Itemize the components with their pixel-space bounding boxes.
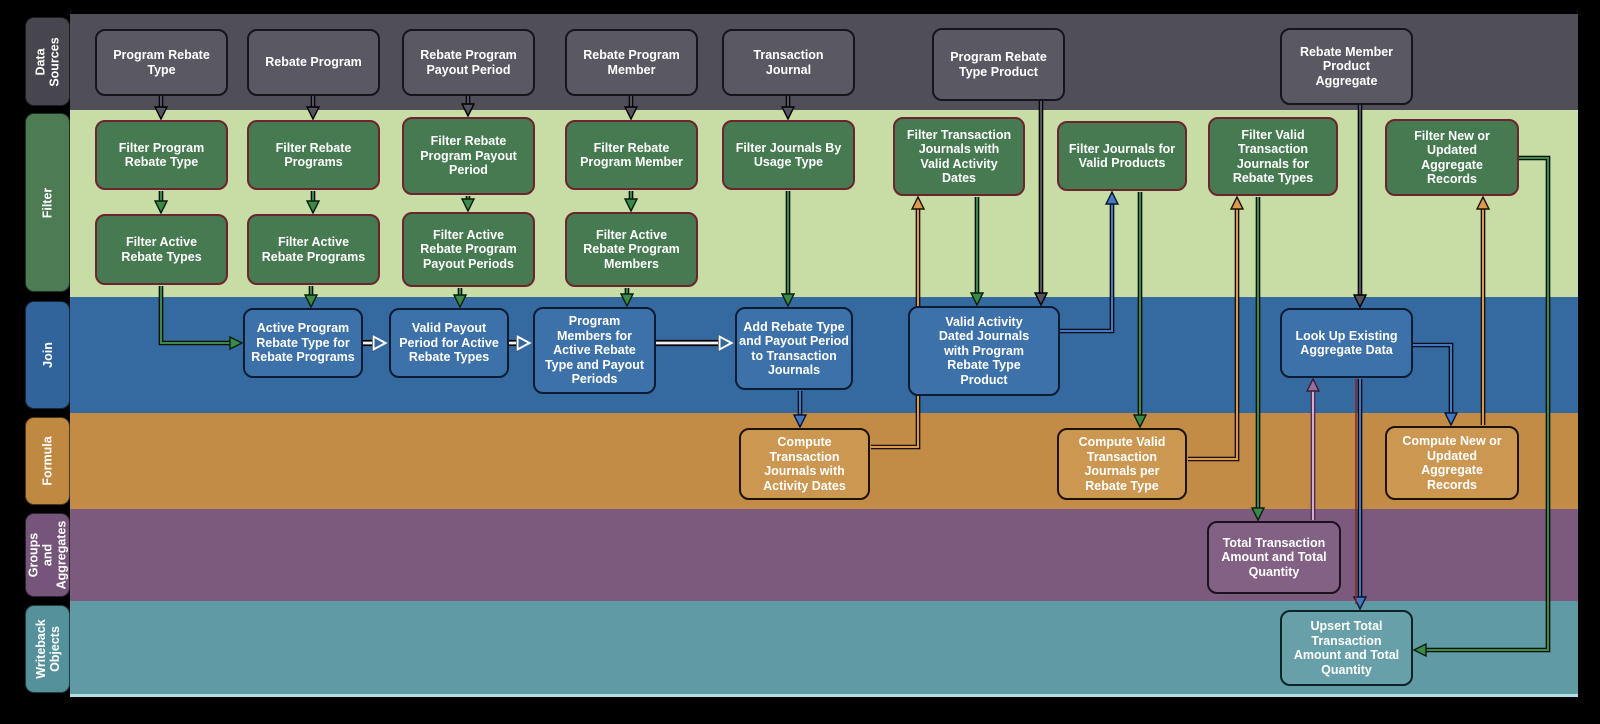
edge-filter-rebate-program-member--filter-active-rebate-program-members bbox=[623, 191, 639, 213]
edge-filter-program-rebate-type--filter-active-rebate-types bbox=[153, 191, 169, 215]
node-valid-activity-dated-journals-with-program-rebate-type-product: Valid Activity Dated Journals with Progr… bbox=[908, 306, 1060, 396]
node-filter-new-updated-aggregate-records: Filter New or Updated Aggregate Records bbox=[1385, 119, 1519, 196]
edge-look-up-existing-aggregate-data--compute-new-updated-aggregate-records bbox=[1413, 342, 1459, 427]
node-rebate-program: Rebate Program bbox=[247, 29, 380, 96]
node-filter-rebate-programs: Filter Rebate Programs bbox=[247, 120, 380, 190]
lane-label-text: Filter bbox=[40, 187, 55, 218]
node-compute-transaction-journals-activity-dates: Compute Transaction Journals with Activi… bbox=[739, 428, 870, 500]
edge-filter-active-rebate-types--active-program-rebate-type-for-rebate-programs bbox=[158, 286, 244, 351]
edge-valid-activity-dated-journals-with-program-rebate-type-product--filter-journals-for-valid-products bbox=[1060, 190, 1120, 334]
node-active-program-rebate-type-for-rebate-programs: Active Program Rebate Type for Rebate Pr… bbox=[243, 308, 363, 378]
node-program-rebate-type-product: Program Rebate Type Product bbox=[932, 28, 1065, 101]
node-valid-payout-period-for-active-rebate-types: Valid Payout Period for Active Rebate Ty… bbox=[389, 308, 509, 378]
edge-filter-new-updated-aggregate-records--upsert-total-transaction-amount-total-quantity bbox=[1412, 155, 1551, 658]
node-total-transaction-amount-total-quantity: Total Transaction Amount and Total Quant… bbox=[1207, 521, 1341, 594]
lane-label-text: Writeback Objects bbox=[33, 619, 62, 679]
edge-valid-payout-period-for-active-rebate-types--program-members-for-active-rebate-type-payout-periods bbox=[509, 334, 532, 352]
lane-label-join: Join bbox=[25, 301, 70, 409]
node-look-up-existing-aggregate-data: Look Up Existing Aggregate Data bbox=[1280, 308, 1413, 378]
edge-filter-active-rebate-programs--active-program-rebate-type-for-rebate-programs bbox=[303, 286, 319, 309]
edge-filter-rebate-programs--filter-active-rebate-programs bbox=[305, 191, 321, 215]
node-filter-active-rebate-program-payout-periods: Filter Active Rebate Program Payout Peri… bbox=[402, 212, 535, 287]
edge-program-rebate-type-product--valid-activity-dated-journals-with-program-rebate-type-product bbox=[1033, 101, 1049, 307]
node-filter-active-rebate-types: Filter Active Rebate Types bbox=[95, 214, 228, 285]
edge-compute-new-updated-aggregate-records--filter-new-updated-aggregate-records bbox=[1475, 195, 1491, 425]
node-compute-valid-transaction-journals-per-rebate-type: Compute Valid Transaction Journals per R… bbox=[1057, 428, 1187, 500]
node-filter-active-rebate-programs: Filter Active Rebate Programs bbox=[247, 214, 380, 285]
lane-label-text: Groups and Aggregates bbox=[26, 520, 69, 590]
lane-label-groups: Groups and Aggregates bbox=[25, 513, 70, 597]
edge-program-rebate-type--filter-program-rebate-type bbox=[153, 96, 169, 121]
node-program-members-for-active-rebate-type-payout-periods: Program Members for Active Rebate Type a… bbox=[533, 307, 656, 394]
node-filter-journals-by-usage-type: Filter Journals By Usage Type bbox=[722, 120, 855, 190]
node-transaction-journal: Transaction Journal bbox=[722, 29, 855, 96]
edge-filter-journals-for-valid-products--compute-valid-transaction-journals-per-rebate-type bbox=[1132, 192, 1148, 429]
edge-rebate-member-product-aggregate--look-up-existing-aggregate-data bbox=[1352, 105, 1368, 309]
edge-look-up-existing-aggregate-data--upsert-total-transaction-amount-total-quantity bbox=[1352, 379, 1368, 611]
lane-label-formula: Formula bbox=[25, 417, 70, 505]
node-program-rebate-type: Program Rebate Type bbox=[95, 29, 228, 96]
edge-rebate-program--filter-rebate-programs bbox=[305, 96, 321, 121]
lane-label-datasources: Data Sources bbox=[25, 17, 70, 106]
edge-filter-rebate-program-payout-period--filter-active-rebate-program-payout-periods bbox=[460, 196, 476, 213]
diagram-bottom-edge bbox=[70, 694, 1578, 697]
node-add-rebate-type-payout-period-to-transaction-journals: Add Rebate Type and Payout Period to Tra… bbox=[735, 307, 853, 390]
node-rebate-program-member: Rebate Program Member bbox=[565, 29, 698, 96]
edge-active-program-rebate-type-for-rebate-programs--valid-payout-period-for-active-rebate-types bbox=[363, 334, 388, 352]
lane-label-writeback: Writeback Objects bbox=[25, 605, 70, 693]
lane-label-text: Data Sources bbox=[33, 36, 62, 87]
edge-compute-valid-transaction-journals-per-rebate-type--filter-valid-transaction-journals-rebate-types bbox=[1188, 195, 1245, 462]
edge-filter-transaction-journals-valid-activity-dates--valid-activity-dated-journals-with-program-rebate-type-product bbox=[969, 197, 985, 307]
node-filter-valid-transaction-journals-rebate-types: Filter Valid Transaction Journals for Re… bbox=[1208, 117, 1338, 196]
node-compute-new-updated-aggregate-records: Compute New or Updated Aggregate Records bbox=[1385, 426, 1519, 500]
edge-filter-active-rebate-program-members--program-members-for-active-rebate-type-payout-periods bbox=[619, 288, 635, 308]
node-upsert-total-transaction-amount-total-quantity: Upsert Total Transaction Amount and Tota… bbox=[1280, 610, 1413, 686]
edge-total-transaction-amount-total-quantity--look-up-existing-aggregate-data bbox=[1305, 377, 1321, 520]
edge-add-rebate-type-payout-period-to-transaction-journals--compute-transaction-journals-activity-dates bbox=[792, 391, 808, 429]
edge-rebate-program-payout-period--filter-rebate-program-payout-period bbox=[460, 96, 476, 118]
node-filter-program-rebate-type: Filter Program Rebate Type bbox=[95, 120, 228, 190]
edge-rebate-program-member--filter-rebate-program-member bbox=[623, 96, 639, 121]
node-filter-rebate-program-member: Filter Rebate Program Member bbox=[565, 120, 698, 190]
node-filter-transaction-journals-valid-activity-dates: Filter Transaction Journals with Valid A… bbox=[893, 117, 1025, 196]
lane-label-filter: Filter bbox=[25, 113, 70, 292]
edge-filter-journals-by-usage-type--add-rebate-type-payout-period-to-transaction-journals bbox=[780, 191, 796, 308]
edge-filter-active-rebate-program-payout-periods--valid-payout-period-for-active-rebate-types bbox=[452, 288, 468, 309]
edge-compute-transaction-journals-activity-dates--filter-transaction-journals-valid-activity-dates bbox=[871, 195, 926, 450]
node-rebate-member-product-aggregate: Rebate Member Product Aggregate bbox=[1280, 28, 1413, 105]
lane-label-text: Join bbox=[40, 342, 55, 368]
node-filter-journals-for-valid-products: Filter Journals for Valid Products bbox=[1057, 121, 1187, 191]
edge-transaction-journal--filter-journals-by-usage-type bbox=[780, 96, 796, 121]
node-filter-rebate-program-payout-period: Filter Rebate Program Payout Period bbox=[402, 117, 535, 195]
lane-label-text: Formula bbox=[40, 436, 55, 486]
edge-filter-valid-transaction-journals-rebate-types--total-transaction-amount-total-quantity bbox=[1250, 197, 1266, 522]
edge-program-members-for-active-rebate-type-payout-periods--add-rebate-type-payout-period-to-transaction-journals bbox=[656, 334, 734, 352]
node-filter-active-rebate-program-members: Filter Active Rebate Program Members bbox=[565, 212, 698, 287]
node-rebate-program-payout-period: Rebate Program Payout Period bbox=[402, 29, 535, 96]
